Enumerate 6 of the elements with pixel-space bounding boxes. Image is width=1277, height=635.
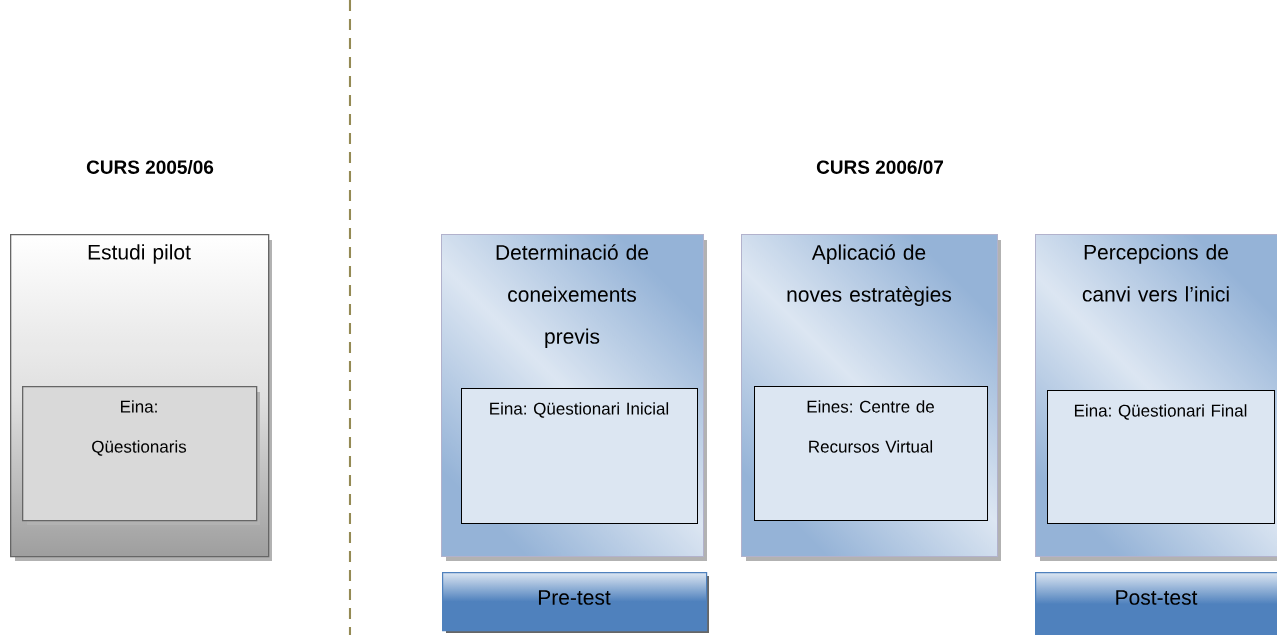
tool-box: Eina: Qüestionari Inicial (461, 388, 698, 524)
tool-box: Eines: Centre de Recursos Virtual (754, 386, 988, 521)
period-heading: CURS 2006/07 (816, 159, 944, 175)
tool-box: Eina: Qüestionari Final (1047, 390, 1275, 524)
tool-box: Eina: Qüestionaris (22, 386, 260, 525)
period-heading: CURS 2005/06 (86, 159, 214, 175)
